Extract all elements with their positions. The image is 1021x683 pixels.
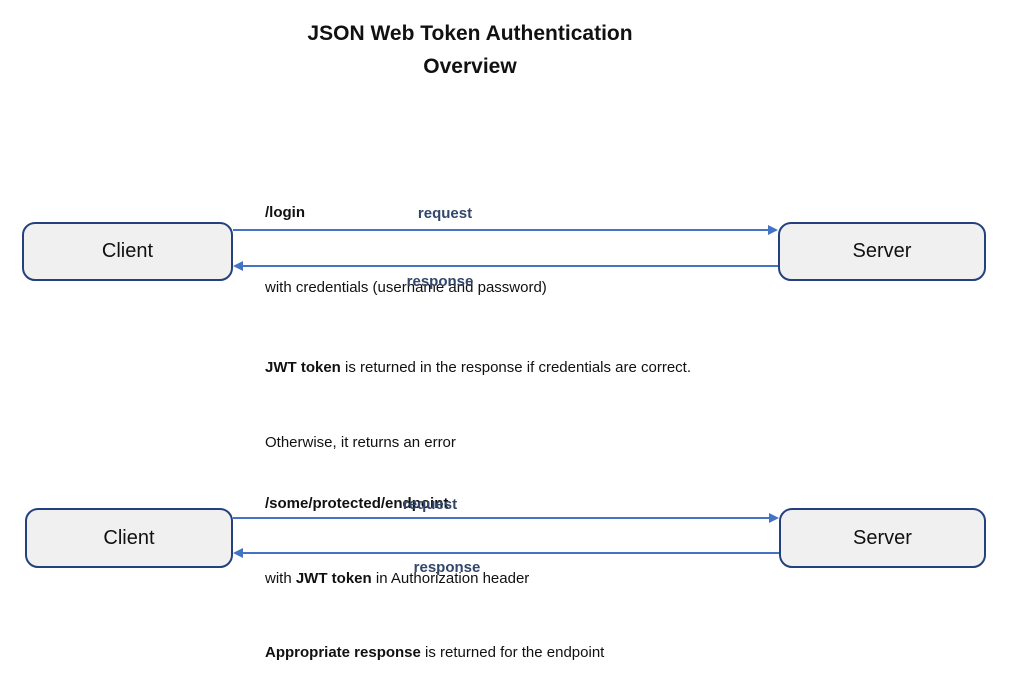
diagram-title: JSON Web Token Authentication Overview: [170, 17, 770, 83]
note-bold: JWT token: [295, 570, 372, 587]
client-node-2: Client: [25, 508, 233, 568]
result-bold: Appropriate response: [265, 644, 421, 661]
server-node-label: Server: [852, 240, 912, 262]
response-arrow-2: [242, 552, 779, 554]
arrowhead-right-icon: [769, 513, 779, 523]
result-bold: JWT token: [265, 359, 341, 376]
endpoint-path: /login: [265, 200, 547, 225]
result-line-1: JWT token is returned in the response if…: [265, 355, 691, 380]
request-label-2: request: [402, 496, 458, 513]
note-pre: with credentials (username and password): [265, 279, 547, 296]
login-endpoint-text: /login with credentials (username and pa…: [265, 150, 547, 350]
request-label-1: request: [417, 205, 473, 222]
endpoint-path-bold: /some/protected/endpoint: [265, 495, 449, 512]
server-node-2: Server: [779, 508, 986, 568]
server-node-1: Server: [778, 222, 986, 281]
endpoint-note: with JWT token in Authorization header: [265, 566, 529, 591]
arrowhead-left-icon: [233, 548, 243, 558]
client-node-label: Client: [103, 526, 155, 549]
client-node-label: Client: [101, 240, 154, 262]
title-line-2: Overview: [423, 55, 517, 78]
server-node-label: Server: [853, 526, 912, 549]
result-rest: is returned for the endpoint: [420, 644, 605, 661]
login-result-text: JWT token is returned in the response if…: [265, 305, 691, 555]
note-pre: with: [265, 570, 296, 587]
response-arrow-1: [242, 265, 778, 267]
client-node-1: Client: [22, 222, 233, 281]
result-line-2: Otherwise, it returns an error: [265, 434, 456, 451]
request-arrow-2: [233, 517, 770, 519]
note-post: in Authorization header: [371, 570, 530, 587]
result-rest: is returned in the response if credentia…: [340, 359, 692, 376]
request-arrow-1: [233, 229, 769, 231]
arrowhead-right-icon: [768, 225, 778, 235]
response-label-1: response: [406, 273, 474, 290]
arrowhead-left-icon: [233, 261, 243, 271]
endpoint-note: with credentials (username and password): [265, 275, 547, 300]
endpoint-path: /some/protected/endpoint: [265, 491, 529, 516]
protected-endpoint-text: /some/protected/endpoint with JWT token …: [265, 441, 529, 641]
result-line-1: Appropriate response is returned for the…: [265, 640, 604, 665]
protected-result-text: Appropriate response is returned for the…: [265, 590, 604, 683]
endpoint-path-bold: /login: [265, 204, 305, 221]
title-line-1: JSON Web Token Authentication: [307, 22, 633, 45]
response-label-2: response: [413, 559, 481, 576]
